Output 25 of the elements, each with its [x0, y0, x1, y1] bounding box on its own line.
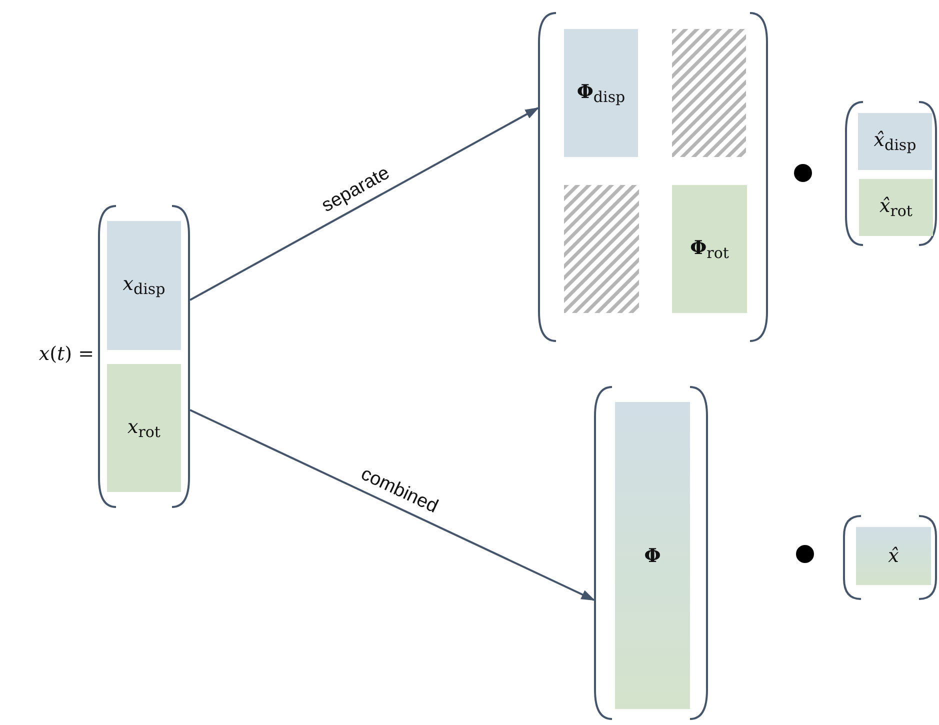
math-symbol: Φ — [644, 544, 661, 566]
math-symbol: x$_{rot}$ — [128, 416, 160, 440]
math-symbol: Φ$_{rot}$ — [690, 236, 729, 262]
matrix-block — [672, 185, 747, 313]
math-symbol: x̂$_{disp}$ — [874, 129, 916, 154]
arrow — [190, 409, 596, 601]
hatched-block — [564, 185, 639, 313]
matrix-bracket — [845, 101, 937, 246]
hatched-block — [672, 29, 746, 157]
matrix-block — [856, 527, 931, 585]
math-symbol: x̂ — [888, 545, 899, 567]
matrix-bracket — [594, 386, 708, 720]
math-symbol: x$_{disp}$ — [122, 273, 166, 298]
matrix-block — [564, 29, 638, 157]
arrow — [190, 107, 540, 301]
matrix-bracket — [843, 515, 937, 600]
matrix-block — [859, 179, 933, 236]
matrix-block — [858, 113, 932, 170]
matrix-bracket — [538, 12, 768, 342]
matrix-block — [107, 221, 181, 350]
matrix-block — [107, 364, 181, 492]
math-symbol: x̂$_{rot}$ — [880, 195, 912, 220]
equation-text: x(t) = — [38, 342, 94, 364]
math-symbol: Φ$_{disp}$ — [576, 80, 626, 106]
matrix-block — [615, 402, 690, 709]
